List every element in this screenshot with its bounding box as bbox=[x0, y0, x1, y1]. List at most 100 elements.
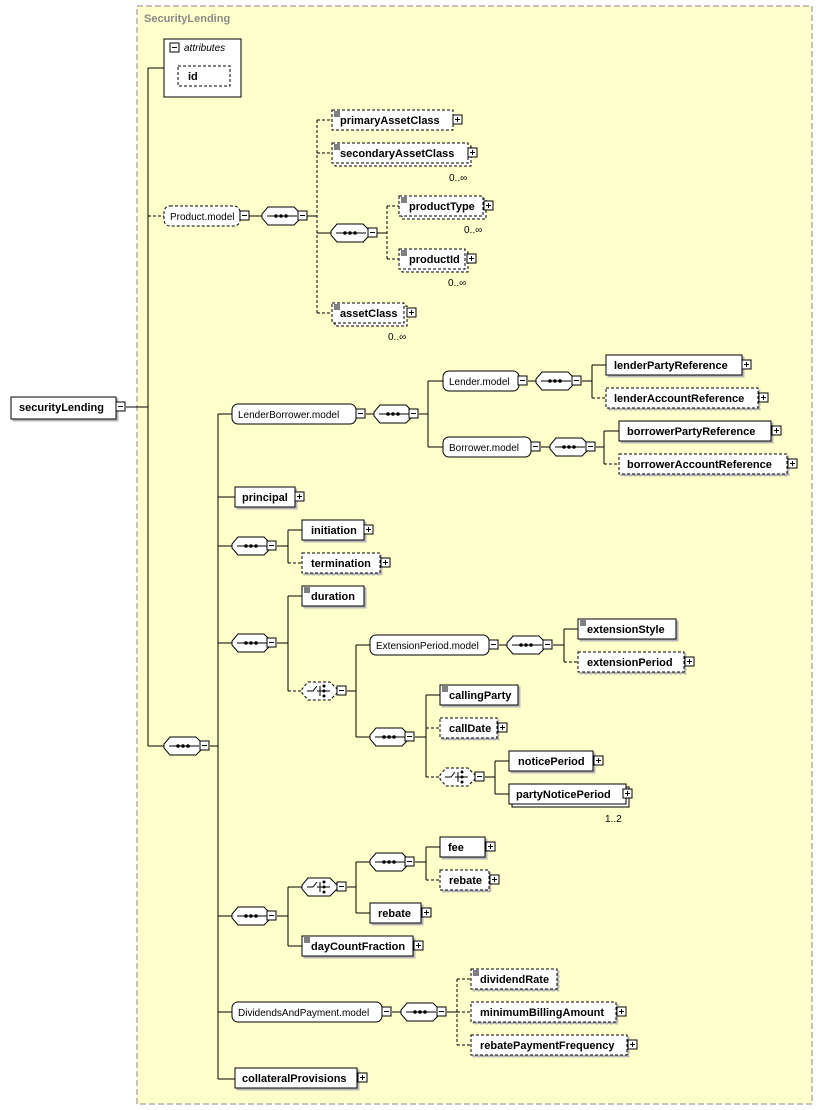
element-duration[interactable]: duration bbox=[301, 585, 365, 607]
group-lender-borrower-model[interactable]: LenderBorrower.model bbox=[231, 403, 357, 425]
plus-box-icon[interactable] bbox=[622, 788, 633, 799]
plus-box-icon[interactable] bbox=[627, 1039, 638, 1050]
plus-box-icon[interactable] bbox=[363, 524, 374, 535]
element-lender-party-reference[interactable]: lenderPartyReference bbox=[605, 354, 743, 376]
minus-box-icon[interactable] bbox=[367, 227, 378, 238]
minus-box-icon[interactable] bbox=[488, 639, 499, 650]
minus-box-icon[interactable] bbox=[408, 408, 419, 419]
element-day-count-fraction[interactable]: dayCountFraction bbox=[301, 935, 414, 957]
choice-compositor-icon[interactable] bbox=[301, 877, 338, 897]
element-minimum-billing-amount[interactable]: minimumBillingAmount bbox=[470, 1001, 617, 1023]
element-primary-asset-class[interactable]: primaryAssetClass bbox=[331, 109, 454, 131]
minus-box-icon[interactable] bbox=[381, 1006, 392, 1017]
minus-box-icon[interactable] bbox=[542, 639, 553, 650]
plus-box-icon[interactable] bbox=[452, 114, 463, 125]
sequence-compositor-icon[interactable] bbox=[506, 635, 547, 655]
group-product-model[interactable]: Product.model bbox=[163, 205, 241, 227]
element-label: borrowerAccountReference bbox=[627, 459, 772, 471]
element-lender-account-reference[interactable]: lenderAccountReference bbox=[605, 387, 759, 409]
element-borrower-party-reference[interactable]: borrowerPartyReference bbox=[618, 420, 772, 442]
element-asset-class[interactable]: assetClass bbox=[331, 302, 408, 327]
minus-box-icon[interactable] bbox=[474, 771, 485, 782]
sequence-compositor-icon[interactable] bbox=[163, 736, 204, 756]
element-rebate-payment-frequency[interactable]: rebatePaymentFrequency bbox=[470, 1034, 628, 1056]
element-fee[interactable]: fee bbox=[439, 836, 486, 858]
minus-box-icon[interactable] bbox=[297, 210, 308, 221]
plus-box-icon[interactable] bbox=[616, 1006, 627, 1017]
plus-box-icon[interactable] bbox=[466, 253, 477, 264]
sequence-compositor-icon[interactable] bbox=[535, 371, 576, 391]
plus-box-icon[interactable] bbox=[413, 940, 424, 951]
plus-box-icon[interactable] bbox=[483, 200, 494, 211]
element-initiation[interactable]: initiation bbox=[301, 519, 365, 541]
plus-box-icon[interactable] bbox=[485, 841, 496, 852]
element-notice-period[interactable]: noticePeriod bbox=[508, 750, 594, 772]
plus-box-icon[interactable] bbox=[787, 458, 798, 469]
minus-box-icon[interactable] bbox=[436, 1006, 447, 1017]
element-rebate[interactable]: rebate bbox=[369, 902, 422, 924]
sequence-compositor-icon[interactable] bbox=[369, 727, 410, 747]
minus-box-icon[interactable] bbox=[355, 408, 366, 419]
group-extension-period-model[interactable]: ExtensionPeriod.model bbox=[369, 634, 490, 656]
sequence-compositor-icon[interactable] bbox=[400, 1002, 441, 1022]
plus-box-icon[interactable] bbox=[771, 425, 782, 436]
element-collateral-provisions[interactable]: collateralProvisions bbox=[234, 1067, 358, 1089]
sequence-compositor-icon[interactable] bbox=[330, 223, 371, 243]
element-calling-party[interactable]: callingParty bbox=[439, 684, 519, 706]
element-principal[interactable]: principal bbox=[234, 486, 296, 508]
minus-box-icon[interactable] bbox=[266, 637, 277, 648]
element-borrower-account-reference[interactable]: borrowerAccountReference bbox=[618, 453, 788, 475]
minus-box-icon[interactable] bbox=[115, 401, 126, 412]
minus-box-icon[interactable] bbox=[530, 441, 541, 452]
minus-box-icon[interactable] bbox=[517, 375, 528, 386]
sequence-compositor-icon[interactable] bbox=[231, 906, 272, 926]
group-dividends-and-payment-model[interactable]: DividendsAndPayment.model bbox=[231, 1001, 383, 1023]
minus-box-icon[interactable] bbox=[404, 856, 415, 867]
group-lender-model[interactable]: Lender.model bbox=[442, 370, 520, 392]
minus-box-icon[interactable] bbox=[199, 740, 210, 751]
element-call-date[interactable]: callDate bbox=[439, 717, 498, 739]
sequence-compositor-icon[interactable] bbox=[231, 633, 272, 653]
minus-box-icon[interactable] bbox=[266, 910, 277, 921]
minus-box-icon[interactable] bbox=[169, 42, 180, 53]
plus-box-icon[interactable] bbox=[294, 491, 305, 502]
element-product-type[interactable]: productType bbox=[398, 195, 487, 220]
plus-box-icon[interactable] bbox=[380, 557, 391, 568]
minus-box-icon[interactable] bbox=[404, 731, 415, 742]
plus-box-icon[interactable] bbox=[421, 907, 432, 918]
minus-box-icon[interactable] bbox=[585, 441, 596, 452]
element-termination[interactable]: termination bbox=[301, 552, 381, 574]
element-party-notice-period[interactable]: partyNoticePeriod bbox=[508, 783, 630, 808]
attributes-box: attributes id bbox=[163, 38, 242, 98]
minus-box-icon[interactable] bbox=[266, 540, 277, 551]
documentation-lines-icon bbox=[334, 304, 340, 310]
choice-compositor-icon[interactable] bbox=[439, 767, 476, 787]
element-secondary-asset-class[interactable]: secondaryAssetClass bbox=[331, 142, 472, 167]
plus-box-icon[interactable] bbox=[357, 1072, 368, 1083]
minus-box-icon[interactable] bbox=[571, 375, 582, 386]
plus-box-icon[interactable] bbox=[684, 656, 695, 667]
group-borrower-model[interactable]: Borrower.model bbox=[442, 436, 532, 458]
sequence-compositor-icon[interactable] bbox=[373, 404, 414, 424]
element-dividend-rate[interactable]: dividendRate bbox=[470, 968, 558, 990]
minus-box-icon[interactable] bbox=[336, 685, 347, 696]
choice-compositor-icon[interactable] bbox=[301, 681, 338, 701]
element-security-lending[interactable]: securityLending bbox=[10, 396, 117, 420]
element-rebate-optional[interactable]: rebate bbox=[439, 869, 490, 891]
sequence-compositor-icon[interactable] bbox=[231, 536, 272, 556]
element-product-id[interactable]: productId bbox=[398, 248, 469, 273]
element-extension-period[interactable]: extensionPeriod bbox=[577, 651, 685, 673]
plus-box-icon[interactable] bbox=[497, 722, 508, 733]
plus-box-icon[interactable] bbox=[758, 392, 769, 403]
element-extension-style[interactable]: extensionStyle bbox=[577, 618, 677, 640]
plus-box-icon[interactable] bbox=[741, 359, 752, 370]
minus-box-icon[interactable] bbox=[239, 210, 250, 221]
plus-box-icon[interactable] bbox=[406, 307, 417, 318]
sequence-compositor-icon[interactable] bbox=[549, 437, 590, 457]
plus-box-icon[interactable] bbox=[467, 147, 478, 158]
plus-box-icon[interactable] bbox=[593, 755, 604, 766]
plus-box-icon[interactable] bbox=[489, 874, 500, 885]
minus-box-icon[interactable] bbox=[336, 881, 347, 892]
sequence-compositor-icon[interactable] bbox=[261, 206, 302, 226]
sequence-compositor-icon[interactable] bbox=[369, 852, 410, 872]
